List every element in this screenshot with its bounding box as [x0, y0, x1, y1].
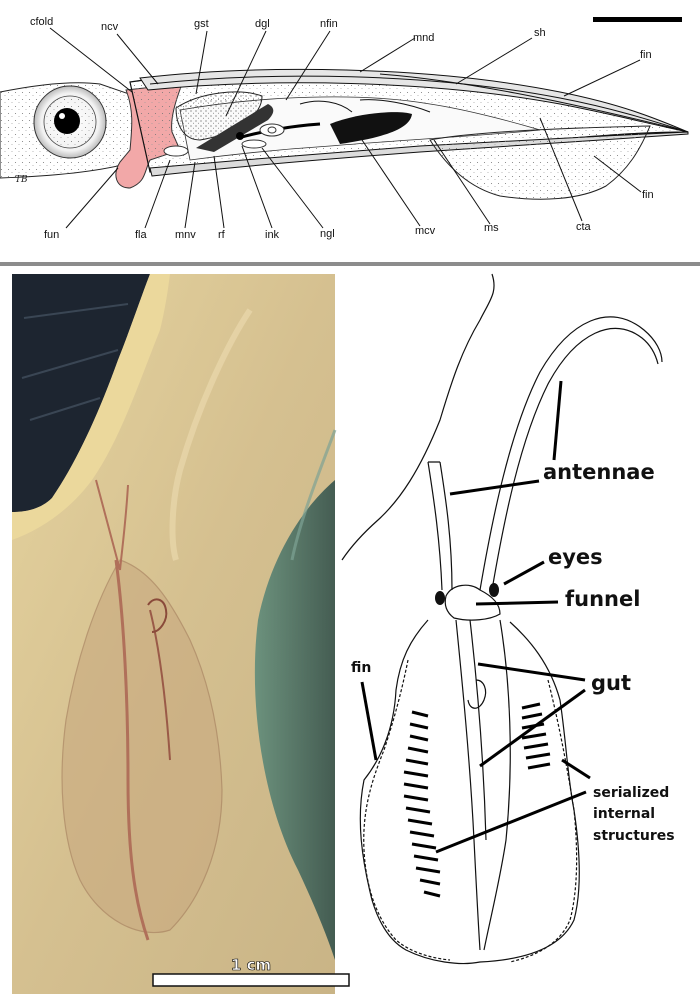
eye-left: [435, 591, 445, 605]
label-serialized-3: structures: [593, 828, 675, 844]
label-ngl: ngl: [320, 228, 335, 240]
fin: [429, 125, 651, 200]
label-rf: rf: [218, 229, 226, 241]
label-fun: fun: [44, 229, 59, 241]
shadow-cliff: [254, 480, 335, 960]
photo-scale-label: 1 cm: [231, 956, 271, 974]
pupil: [54, 108, 80, 134]
serialized-left: [403, 710, 441, 898]
body-outline: [359, 619, 580, 965]
ink-sac: [330, 112, 412, 144]
fin-fringe-left: [363, 659, 451, 961]
label-fla: fla: [135, 229, 148, 241]
fossil-body: [61, 559, 223, 934]
label-ink: ink: [265, 229, 280, 241]
eye-right: [489, 583, 499, 597]
label-funnel: funnel: [565, 587, 640, 611]
label-ncv: ncv: [101, 21, 119, 33]
label-ms: ms: [484, 222, 499, 234]
label-gst: gst: [194, 18, 209, 30]
label-fin: fin: [351, 660, 371, 676]
signature: TB: [15, 175, 28, 185]
divider: [0, 262, 700, 266]
ngl-gland: [259, 123, 285, 137]
fossil-photo: 1 cm: [12, 274, 350, 994]
label-serialized-1: serialized: [593, 785, 669, 801]
top-scale-bar: [593, 17, 682, 22]
antenna-left: [427, 461, 453, 591]
photo-scale-bar: [152, 973, 350, 987]
label-serialized-2: internal: [593, 806, 655, 822]
serialized-right: [521, 702, 551, 770]
label-cfold: cfold: [30, 16, 53, 28]
label-sh: sh: [534, 27, 546, 39]
label-mnd: mnd: [413, 32, 434, 44]
antenna-right: [479, 316, 663, 591]
dark-rock: [12, 274, 150, 512]
label-dgl: dgl: [255, 18, 270, 30]
label-fin-upper: fin: [640, 49, 652, 61]
funnel-outline: [444, 584, 501, 621]
label-antennae: antennae: [543, 460, 655, 484]
label-mcv: mcv: [415, 225, 436, 237]
label-fin-lower: fin: [642, 189, 654, 201]
fla-organ: [163, 145, 189, 157]
label-gut: gut: [591, 671, 631, 695]
label-cta: cta: [576, 221, 592, 233]
anatomy-diagram: TB: [0, 68, 689, 200]
label-nfin: nfin: [320, 18, 338, 30]
fin-fringe-right: [509, 679, 578, 963]
interpretive-drawing: antennae eyes funnel gut fin serialized …: [341, 273, 675, 965]
anatomy-labels: cfold ncv gst dgl nfin mnd sh fin fin fu…: [30, 16, 682, 241]
label-mnv: mnv: [175, 229, 196, 241]
label-eyes: eyes: [548, 545, 603, 569]
gut: [455, 619, 487, 951]
dgl-gland: [196, 104, 274, 152]
